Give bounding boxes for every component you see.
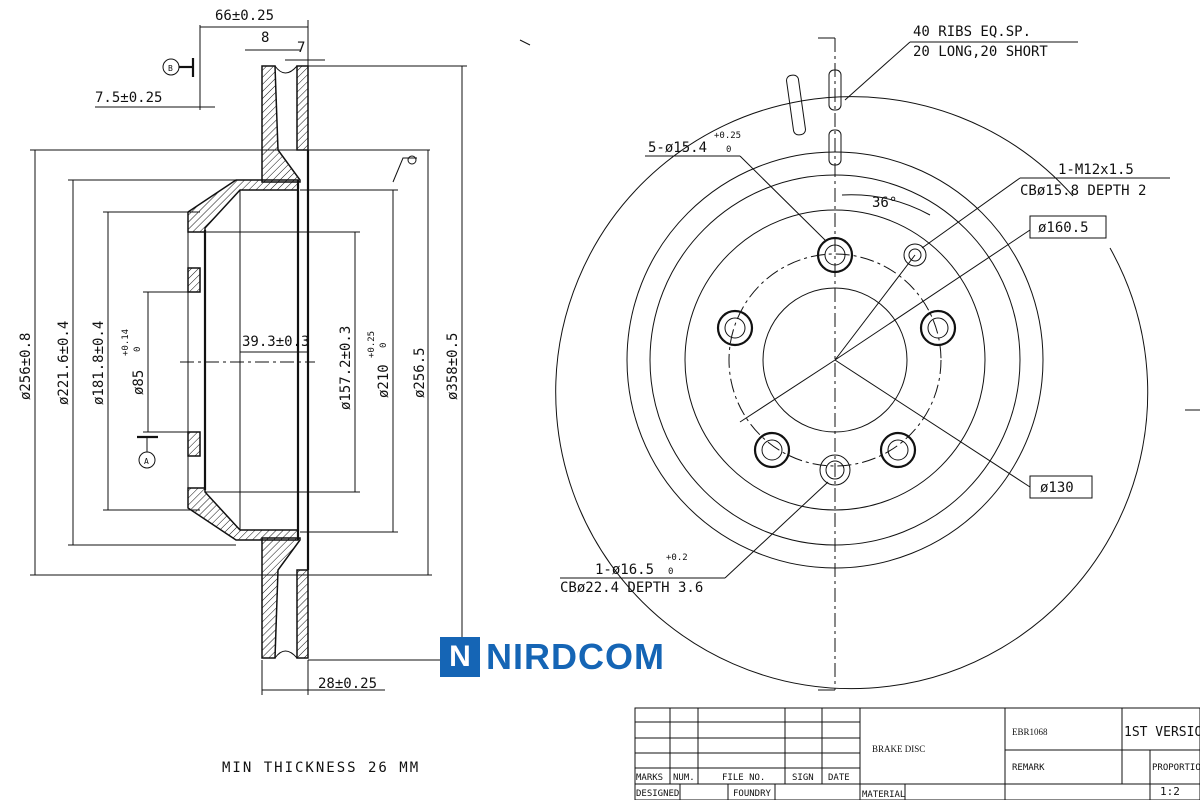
bolt-holes [716,236,957,469]
header-sign: SIGN [792,773,814,783]
min-thickness-note: MIN THICKNESS 26 MM [222,760,420,776]
pin-hole [819,454,851,486]
hat-top [187,179,299,233]
pcd-160-box [1029,215,1107,239]
watermark-logo: N NIRDCOM [440,636,665,678]
flange-top [187,267,201,293]
proportion-label: PROPORTION [1152,763,1200,773]
dim-thickness: 28±0.25 [318,676,377,692]
pin-note-2: CBø22.4 DEPTH 3.6 [560,580,703,596]
flange-bottom [187,431,201,457]
section-view: 66±0.25 8 7 B A 7.5±0.25 39.3±0.3 28±0.2… [18,8,467,776]
title-block: MARKS NUM. FILE NO. SIGN DATE DESIGNED F… [634,707,1200,800]
header-date: DATE [828,773,850,783]
dim-overall-width: 66±0.25 [215,8,274,24]
pin-note-1: 1-ø16.5 [595,562,654,578]
designed-label: DESIGNED [636,789,679,799]
header-marks: MARKS [636,773,663,783]
bolt-hole-tol-low: 0 [726,145,731,155]
thread-note-2: CBø15.8 DEPTH 2 [1020,183,1146,199]
outer-braking-plate-bottom [296,569,309,659]
dim-d181: ø181.8±0.4 [91,321,107,405]
drawing-title: BRAKE DISC [872,744,925,754]
dim-hat-height: 39.3±0.3 [242,334,309,350]
dim-d85-tol-low: 0 [133,347,143,352]
front-view: 40 RIBS EQ.SP. 20 LONG,20 SHORT 5-ø15.4 … [519,24,1200,691]
datum-b-label: B [168,64,173,73]
dim-d256-5: ø256.5 [412,347,428,398]
dim-d221: ø221.6±0.4 [56,321,72,405]
header-file-no: FILE NO. [722,773,765,783]
datum-a-label: A [144,457,149,466]
hat-bottom [187,487,299,541]
remark-label: REMARK [1012,763,1045,773]
pcd-130-label: ø130 [1040,480,1074,496]
ribs-note-1: 40 RIBS EQ.SP. [913,24,1031,40]
dim-d157: ø157.2±0.3 [338,326,354,410]
angle-label: 36° [872,195,897,211]
pcd-130-box [1029,475,1093,499]
dim-inner-plate: 8 [261,30,269,46]
header-num: NUM. [673,773,695,783]
dim-d210-tol-low: 0 [379,343,389,348]
pcd-160-label: ø160.5 [1038,220,1089,236]
thread-hole [903,243,927,267]
dim-d358: ø358±0.5 [445,333,461,400]
dim-d85: ø85 [131,370,147,395]
bolt-hole-tol-up: +0.25 [714,131,741,141]
inner-braking-plate [261,65,301,183]
dim-d210-tol: +0.25 [367,331,377,358]
dim-d256: ø256±0.8 [18,333,34,400]
dim-flange-offset: 7.5±0.25 [95,90,162,106]
foundry-label: FOUNDRY [733,789,772,799]
dim-outer-plate: 7 [297,40,305,56]
logo-text: NIRDCOM [486,636,665,677]
pin-tol-up: +0.2 [666,553,688,563]
bolt-hole-note: 5-ø15.4 [648,140,707,156]
pin-tol-low: 0 [668,567,673,577]
logo-icon: N [440,637,480,677]
outer-braking-plate [296,65,309,151]
ribs-note-2: 20 LONG,20 SHORT [913,44,1048,60]
scale-value: 1:2 [1160,785,1180,798]
material-label: MATERIAL [862,790,905,800]
dim-d210: ø210 [376,364,392,398]
dim-d85-tol: +0.14 [121,329,131,356]
thread-note-1: 1-M12x1.5 [1058,162,1134,178]
part-number: EBR1068 [1012,727,1048,737]
inner-braking-plate-bottom [261,537,301,659]
outer-edge [555,96,1149,690]
